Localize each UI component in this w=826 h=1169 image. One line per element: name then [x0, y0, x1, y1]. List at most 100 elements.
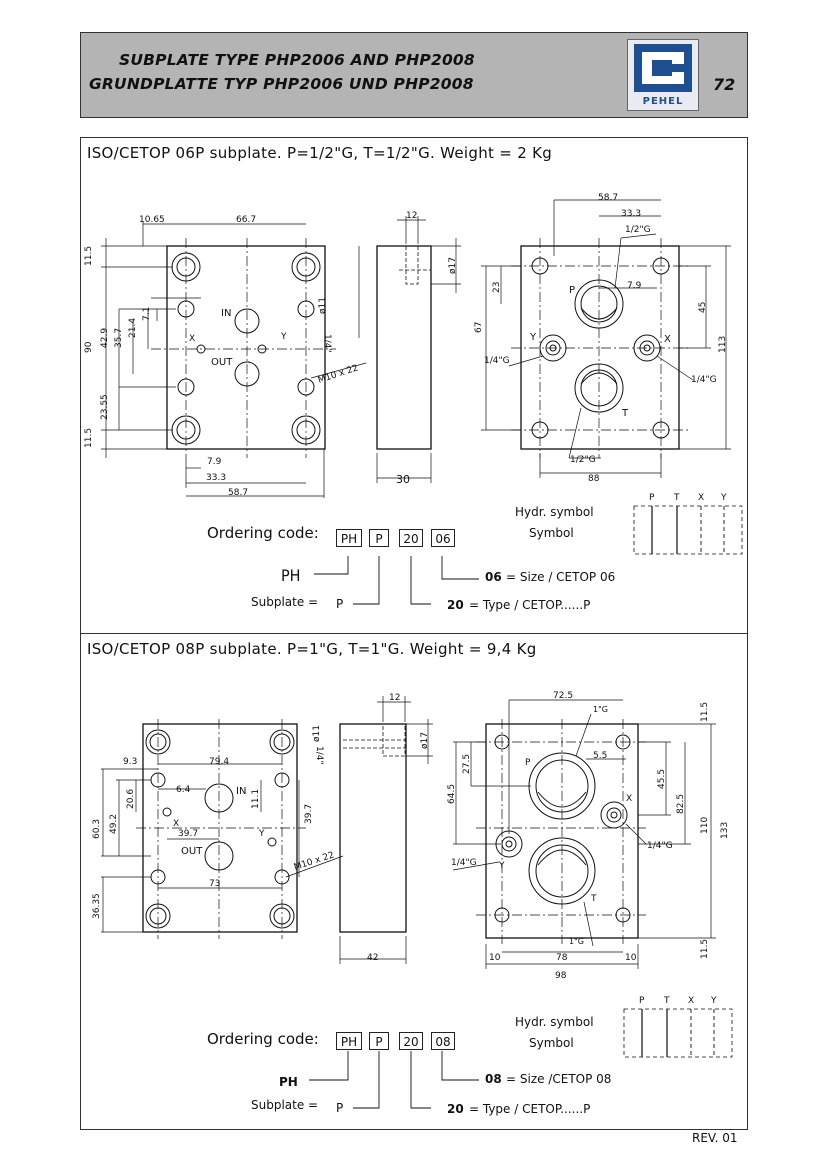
dim-side-12: 12 — [389, 693, 400, 703]
dim-7-9: 7.9 — [207, 457, 222, 467]
logo-monogram: PH — [656, 64, 670, 74]
label-out: OUT — [181, 846, 203, 857]
dim-r-1-4g-left: 1/4"G — [484, 356, 510, 366]
label-r-y: Y — [498, 861, 505, 871]
technical-drawing-06: 10.65 66.7 11.5 90 42.9 35.7 21.4 7.1 23… — [84, 193, 743, 605]
hydr-caption-line2: Symbol — [529, 1036, 574, 1050]
dim-r-113: 113 — [718, 336, 728, 353]
panel-cetop-08: ISO/CETOP 08P subplate. P=1"G, T=1"G. We… — [80, 633, 748, 1130]
code-legend-p: P — [336, 597, 344, 611]
dim-r-72-5: 72.5 — [553, 691, 573, 701]
dim-6-4: 6.4 — [176, 785, 191, 795]
code-box-p: P — [369, 529, 389, 547]
dim-r-10-left: 10 — [489, 953, 501, 963]
code-legend-subplate: Subplate = — [251, 595, 319, 609]
sym-label-y: Y — [710, 996, 717, 1006]
hydr-caption-line2: Symbol — [529, 526, 574, 540]
port-y — [267, 837, 277, 847]
dim-r-33-3: 33.3 — [621, 209, 641, 219]
hydr-caption-line1: Hydr. symbol — [515, 505, 594, 519]
dim-9-3: 9.3 — [123, 757, 137, 767]
dim-r-88: 88 — [588, 474, 600, 484]
label-r-x: X — [626, 794, 632, 804]
panel-cetop-06: ISO/CETOP 06P subplate. P=1/2"G, T=1/2"G… — [80, 137, 748, 634]
technical-drawing-08: 9.3 79.4 6.4 20.6 60.3 49.2 39.7 11.1 39… — [92, 691, 733, 1109]
label-x: X — [173, 819, 179, 829]
dim-r-67: 67 — [474, 322, 484, 333]
hydraulic-symbol: P T X Y — [633, 493, 743, 555]
dim-r-45-5: 45.5 — [657, 769, 667, 789]
ordering-leaders — [309, 1051, 479, 1109]
code-legend-size-num: 08 — [485, 1072, 502, 1086]
ordering-code-label: Ordering code: — [207, 524, 319, 542]
dim-60-3: 60.3 — [92, 819, 102, 839]
label-r-x: X — [664, 334, 671, 345]
dim-side-d11: ø11 — [312, 725, 322, 742]
dim-r-1-4g-left: 1/4"G — [451, 858, 477, 868]
code-legend-size-text: = Size / CETOP 06 — [506, 570, 616, 584]
dim-r-1g-top: 1"G — [593, 705, 608, 714]
dim-side-d17: ø17 — [420, 732, 430, 749]
ordering-code-label: Ordering code: — [207, 1030, 319, 1048]
dim-side-12: 12 — [406, 211, 417, 221]
dim-r-5-5: 5.5 — [593, 751, 607, 761]
code-legend-size-num: 06 — [485, 570, 502, 584]
code-legend-subplate: Subplate = — [251, 1098, 319, 1112]
panel-title: ISO/CETOP 06P subplate. P=1/2"G, T=1/2"G… — [87, 144, 553, 162]
dim-r-11-5-top: 11.5 — [700, 702, 710, 722]
code-box-ph: PH — [336, 529, 362, 547]
title-english: SUBPLATE TYPE PHP2006 AND PHP2008 — [119, 51, 475, 69]
port-x — [600, 801, 628, 829]
dim-39-7-h: 39.7 — [178, 829, 198, 839]
dim-r-1g-bottom: 1"G — [569, 937, 584, 946]
dim-r-98: 98 — [555, 971, 567, 981]
port-layout-view: 58.7 33.3 1/2"G 7.9 23 67 45 113 1/4"G 1… — [474, 193, 731, 484]
dim-r-23: 23 — [492, 282, 502, 293]
pehel-logo: PH PEHEL — [627, 39, 699, 111]
hydraulic-symbol: P T X Y — [623, 996, 733, 1058]
hydr-symbol-caption: Hydr. symbol Symbol — [515, 502, 594, 544]
port-x — [162, 807, 172, 817]
dim-11-5-top: 11.5 — [84, 246, 94, 266]
dim-66-7: 66.7 — [236, 215, 256, 225]
label-x: X — [189, 334, 195, 344]
sym-label-x: X — [698, 493, 704, 503]
hydr-caption-line1: Hydr. symbol — [515, 1015, 594, 1029]
dim-58-7: 58.7 — [228, 488, 248, 498]
code-legend-p: P — [336, 1101, 344, 1115]
dim-7-1: 7.1 — [142, 307, 152, 321]
dim-21-4: 21.4 — [128, 318, 138, 338]
page-number: 72 — [713, 75, 736, 94]
code-box-06: 06 — [431, 529, 455, 547]
dim-r-11-5-bottom: 11.5 — [700, 939, 710, 959]
dim-r-27-5: 27.5 — [462, 754, 472, 774]
sym-label-t: T — [663, 996, 670, 1006]
label-in: IN — [236, 786, 246, 797]
page-header: SUBPLATE TYPE PHP2006 AND PHP2008 GRUNDP… — [80, 32, 748, 118]
label-r-p: P — [569, 285, 575, 296]
dim-23-55: 23.55 — [100, 394, 110, 420]
code-legend-ph: PH — [281, 566, 301, 585]
label-y: Y — [280, 332, 287, 342]
sym-label-x: X — [688, 996, 694, 1006]
dim-r-1-2g-bottom: 1/2"G — [570, 455, 596, 465]
code-legend-type-num: 20 — [447, 598, 464, 612]
sym-label-p: P — [639, 996, 645, 1006]
label-r-t: T — [621, 408, 629, 419]
label-r-y: Y — [529, 332, 537, 343]
dim-35-7: 35.7 — [114, 328, 124, 348]
dim-39-7-v: 39.7 — [304, 804, 314, 824]
sym-label-y: Y — [720, 493, 727, 503]
dim-11-5-bottom: 11.5 — [84, 428, 94, 448]
dim-side-42: 42 — [367, 953, 378, 963]
dim-r-1-4g-right: 1/4"G — [647, 841, 673, 851]
code-legend-size-text: = Size /CETOP 08 — [506, 1072, 612, 1086]
dim-90: 90 — [84, 341, 94, 353]
dim-73: 73 — [209, 879, 220, 889]
label-in: IN — [221, 308, 231, 319]
dim-r-1-2g-top: 1/2"G — [625, 225, 651, 235]
code-box-08: 08 — [431, 1032, 455, 1050]
revision-label: REV. 01 — [692, 1131, 738, 1145]
dim-42-9: 42.9 — [100, 328, 110, 348]
front-view: 10.65 66.7 11.5 90 42.9 35.7 21.4 7.1 23… — [84, 215, 367, 498]
